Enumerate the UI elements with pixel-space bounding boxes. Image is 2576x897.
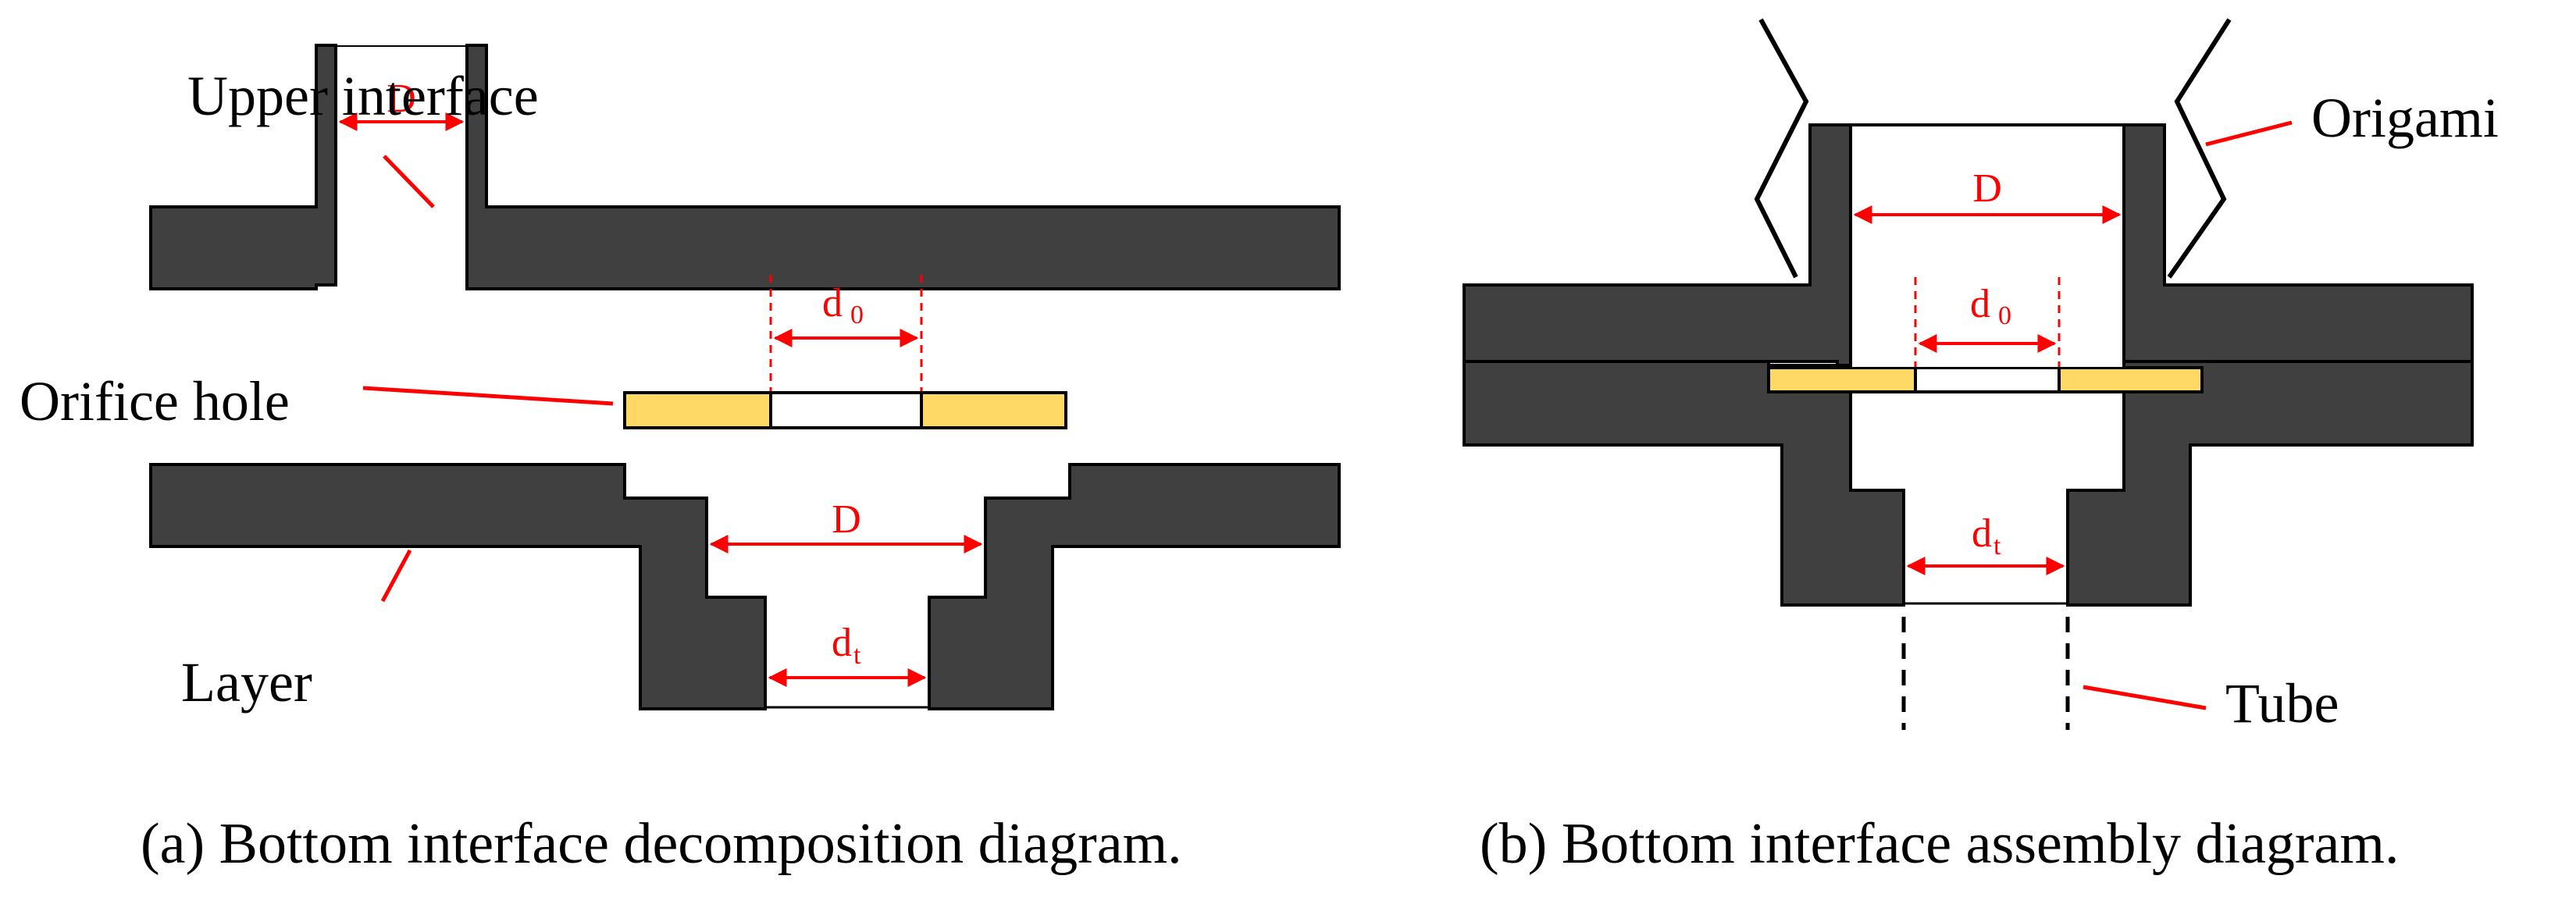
caption-b: (b) Bottom interface assembly diagram. <box>1480 812 2399 876</box>
assembly-dimension-label-d: D <box>1972 166 2002 211</box>
upper-interface-left <box>149 44 337 290</box>
assembly-upper-interface-right <box>2122 123 2474 363</box>
leader-upper-interface <box>383 155 435 208</box>
panel-a: D Upper interface d 0 Orifice hole D d t… <box>20 44 1341 876</box>
layer-right-part <box>928 463 1341 710</box>
upper-interface-right <box>465 44 1341 290</box>
dimension-label-upper-d: D <box>387 77 416 121</box>
origami-wall-right <box>2167 18 2232 279</box>
label-orifice-hole: Orifice hole <box>20 370 290 432</box>
orifice-hole <box>769 391 923 429</box>
dimension-label-dt: d <box>832 621 852 665</box>
leader-orifice-hole <box>362 386 614 406</box>
leader-origami <box>2205 120 2293 147</box>
assembly-dimension-subscript-dt: t <box>1993 532 2001 561</box>
assembly-upper-interface <box>1463 123 1852 367</box>
layer-left-part <box>149 463 767 710</box>
label-tube: Tube <box>2225 672 2339 735</box>
assembly-dimension-label-dt: d <box>1972 511 1992 556</box>
caption-a: (a) Bottom interface decomposition diagr… <box>141 812 1182 876</box>
orifice-plate-left <box>623 391 772 429</box>
assembly-orifice-hole <box>1914 366 2061 393</box>
panel-b: D d 0 d t Origami Tube (b) Bottom interf… <box>1463 18 2499 876</box>
assembly-layer-left <box>1463 360 1905 607</box>
dimension-subscript-d0: 0 <box>850 301 864 329</box>
label-upper-interface: Upper interface <box>187 65 539 127</box>
dimension-label-d0: d <box>822 281 843 326</box>
upper-interface-opening <box>336 45 467 47</box>
assembly-orifice-plate-right <box>2058 366 2204 393</box>
leader-tube <box>2083 685 2207 710</box>
dimension-label-lower-d: D <box>832 497 861 542</box>
assembly-orifice-plate-left <box>1767 366 1917 393</box>
leader-layer <box>380 549 412 603</box>
assembly-orifice-gap <box>1852 366 2122 367</box>
origami-wall-left <box>1754 18 1809 279</box>
dimension-subscript-dt: t <box>853 641 861 670</box>
assembly-layer-right <box>2066 360 2474 607</box>
label-layer: Layer <box>181 651 312 714</box>
label-origami: Origami <box>2311 87 2499 149</box>
assembly-dimension-subscript-d0: 0 <box>1998 301 2011 330</box>
orifice-plate-right <box>920 391 1067 429</box>
assembly-dimension-label-d0: d <box>1970 282 1990 326</box>
